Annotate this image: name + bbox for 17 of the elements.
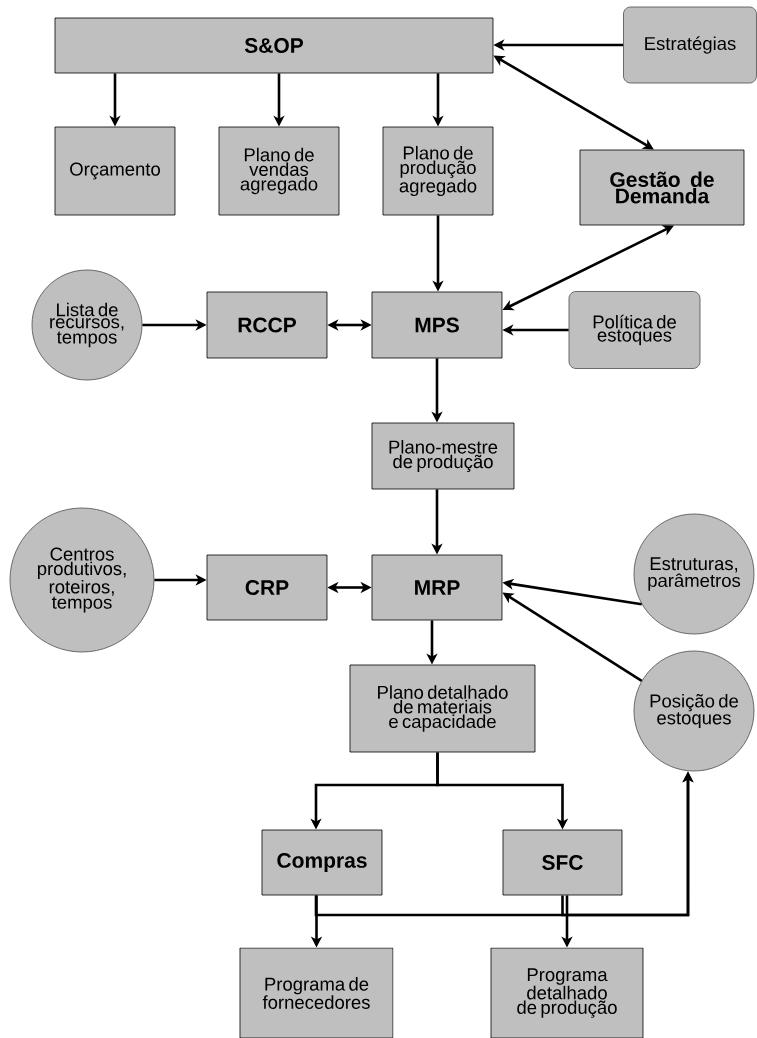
process-box: Plano de produção agregado — [382, 126, 494, 216]
process-box: MPS — [371, 291, 503, 359]
process-box: Plano-mestre de produção — [371, 422, 515, 490]
process-box: Plano detalhado de materiais e capacidade — [349, 664, 536, 753]
process-box: Programa de fornecedores — [239, 947, 394, 1038]
process-box: S&OP — [54, 17, 494, 74]
process-box: MRP — [371, 554, 503, 621]
input-box: Estratégias — [623, 6, 757, 84]
process-box: Plano de vendas agregado — [218, 126, 340, 216]
process-box: Gestão de Demanda — [579, 149, 745, 226]
process-box: SFC — [502, 829, 623, 896]
input-box: Política de estoques — [568, 291, 701, 369]
process-box: RCCP — [206, 291, 328, 359]
process-box: Orçamento — [54, 126, 176, 216]
process-box: CRP — [206, 554, 328, 621]
process-box: Compras — [261, 829, 383, 896]
process-box: Programa detalhado de produção — [490, 947, 644, 1038]
